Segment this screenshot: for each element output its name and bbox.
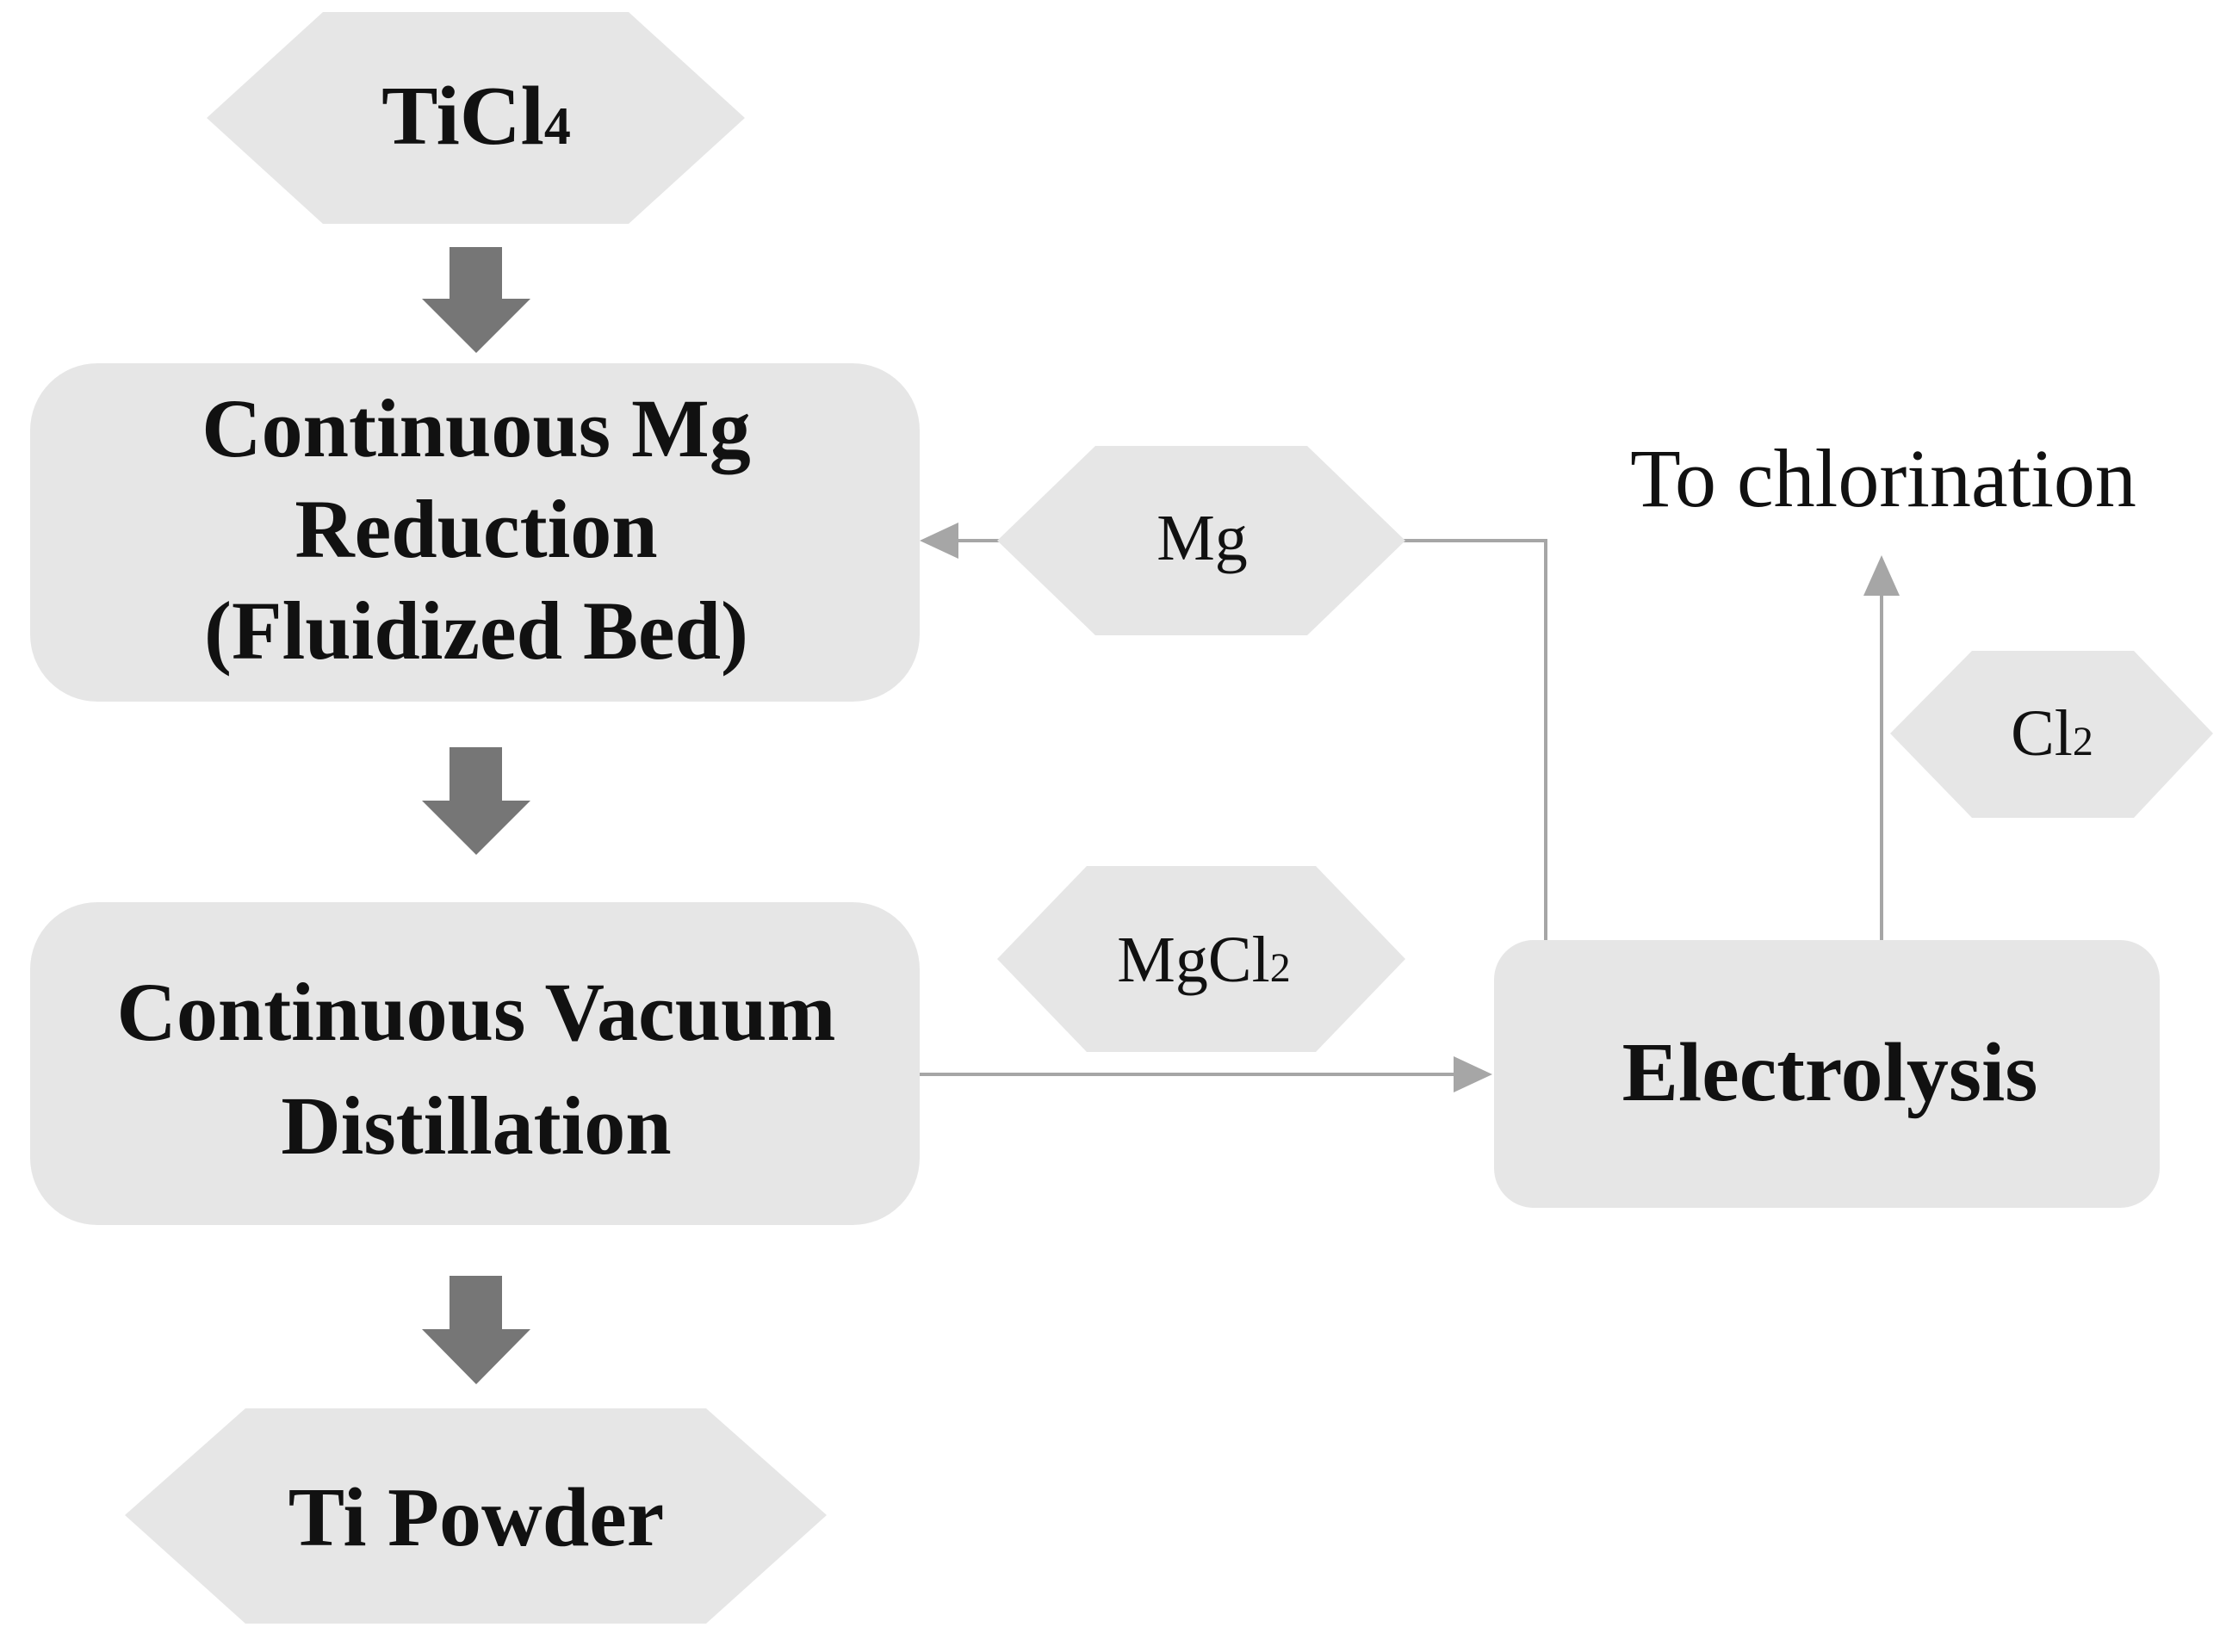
vacuum-distillation-box <box>30 902 920 1225</box>
mgcl2-subscript: 2 <box>1270 945 1291 991</box>
arrow-reduction-to-distillation <box>422 747 530 855</box>
node-vacuum-distillation: Continuous Vacuum Distillation <box>30 902 920 1225</box>
node-cl2: Cl2 <box>1890 651 2213 818</box>
arrow-ticl4-to-reduction <box>422 247 530 353</box>
mg-label: Mg <box>1156 502 1248 574</box>
node-electrolysis: Electrolysis <box>1494 940 2160 1208</box>
vacuum-distillation-line2: Distillation <box>281 1080 671 1172</box>
mgcl2-label: MgCl <box>1117 924 1269 996</box>
flow-arrowhead-to-electrolysis <box>1454 1056 1492 1092</box>
node-ti-powder: Ti Powder <box>125 1408 827 1624</box>
node-ticl4: TiCl4 <box>207 12 745 224</box>
ticl4-subscript: 4 <box>544 97 571 156</box>
electrolysis-label: Electrolysis <box>1622 1026 2038 1119</box>
ticl4-hexagon <box>207 12 745 224</box>
flow-arrowhead-to-chlorination <box>1863 555 1900 596</box>
ticl4-label: TiCl <box>381 70 544 163</box>
node-mg-reduction: Continuous Mg Reduction (Fluidized Bed) <box>30 363 920 702</box>
mg-reduction-line2: Reduction <box>295 483 657 575</box>
svg-text:Cl2: Cl2 <box>2011 697 2093 770</box>
node-mgcl2: MgCl2 <box>997 866 1405 1052</box>
svg-text:MgCl2: MgCl2 <box>1117 924 1290 996</box>
vacuum-distillation-line1: Continuous Vacuum <box>116 966 835 1058</box>
cl2-hexagon <box>1890 651 2213 818</box>
mg-reduction-box <box>30 363 920 702</box>
mg-reduction-line1: Continuous Mg <box>202 382 751 474</box>
node-mg: Mg <box>997 446 1405 635</box>
cl2-label: Cl <box>2011 697 2073 770</box>
mgcl2-hexagon <box>997 866 1405 1052</box>
ti-powder-label: Ti Powder <box>288 1471 664 1564</box>
mg-hexagon <box>997 446 1405 635</box>
svg-text:TiCl4: TiCl4 <box>381 70 571 163</box>
flow-arrowhead-to-reduction <box>920 523 958 559</box>
electrolysis-box <box>1494 940 2160 1208</box>
ti-powder-hexagon <box>125 1408 827 1624</box>
arrow-distillation-to-powder <box>422 1276 530 1384</box>
cl2-subscript: 2 <box>2073 719 2093 764</box>
mg-reduction-line3: (Fluidized Bed) <box>204 585 748 677</box>
to-chlorination-label: To chlorination <box>1630 432 2136 524</box>
